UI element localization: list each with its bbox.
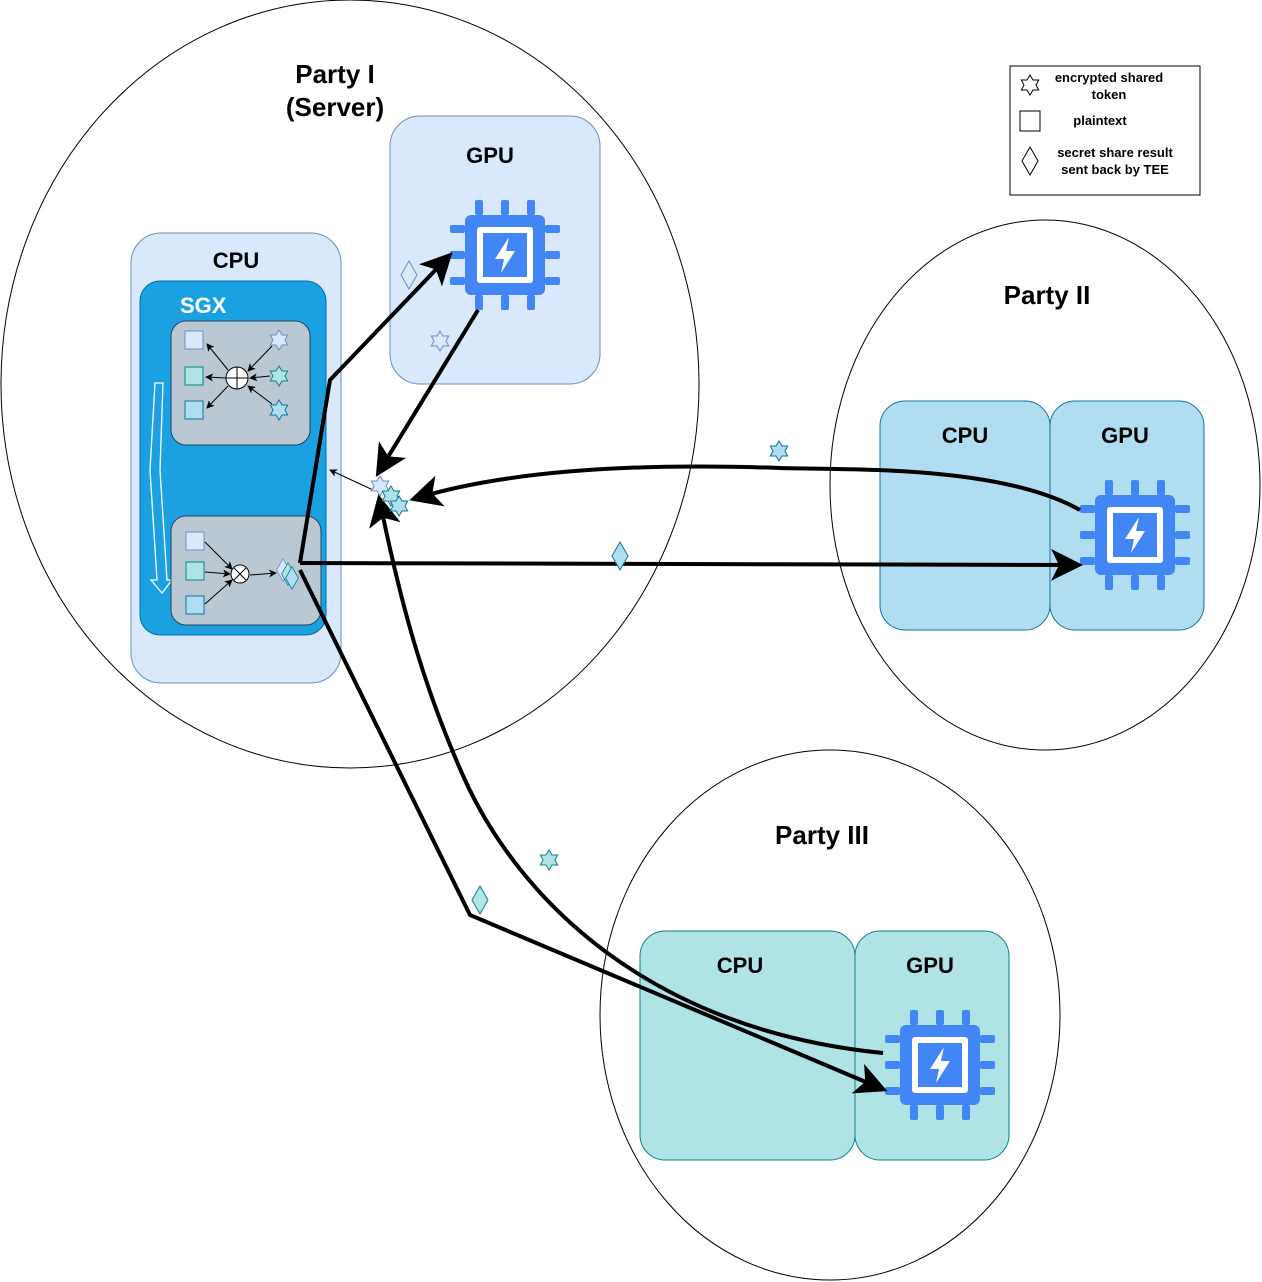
- legend-secret-label-line1: secret share result: [1057, 145, 1173, 160]
- token-star-icon: [769, 440, 789, 462]
- secret-diamond-icon: [471, 885, 489, 915]
- legend-square-icon: [1019, 110, 1041, 132]
- sgx-to-party3-gpu-arrow: [298, 569, 888, 1094]
- circled-plus-icon: [225, 366, 249, 390]
- legend: encrypted shared token plaintext secret …: [1009, 65, 1201, 196]
- plaintext-square-icon: [185, 595, 205, 615]
- party3-title: Party III: [775, 820, 869, 850]
- plaintext-square-icon: [185, 531, 205, 551]
- party2-cpu-label: CPU: [942, 423, 988, 448]
- legend-token-label-line1: encrypted shared: [1055, 70, 1163, 85]
- token-star-icon: [539, 849, 559, 871]
- plaintext-square-icon: [184, 330, 204, 350]
- party3-gpu-to-tokens-arrow: [369, 494, 884, 1055]
- legend-box: [1009, 65, 1201, 196]
- plaintext-square-icon: [184, 400, 204, 420]
- party1-title: Party I: [295, 59, 375, 89]
- party3-cpu-label: CPU: [717, 953, 763, 978]
- sgx-label: SGX: [180, 293, 227, 318]
- party1-ellipse: [0, 0, 700, 769]
- circled-times-icon: [230, 564, 250, 584]
- party3-ellipse: [599, 749, 1061, 1281]
- plaintext-square-icon: [184, 366, 204, 386]
- party1-gpu-to-tokens-arrow: [375, 308, 480, 477]
- party2-gpu-label: GPU: [1101, 423, 1149, 448]
- plaintext-square-icon: [185, 561, 205, 581]
- legend-plaintext-label: plaintext: [1073, 113, 1127, 128]
- party2-ellipse: [829, 219, 1261, 751]
- legend-secret-label-line2: sent back by TEE: [1061, 162, 1169, 177]
- party2-title: Party II: [1004, 280, 1091, 310]
- party3-gpu-label: GPU: [906, 953, 954, 978]
- sgx-flow-arrow: [149, 382, 174, 595]
- party1-subtitle: (Server): [286, 92, 384, 122]
- party1-gpu-label: GPU: [466, 143, 514, 168]
- party2-gpu-to-tokens-arrow: [409, 464, 1081, 512]
- party1-cpu-label: CPU: [213, 248, 259, 273]
- sgx-to-party2-gpu-arrow: [299, 548, 1083, 581]
- sgx-to-party1-gpu-arrow: [298, 252, 453, 564]
- legend-token-label-line2: token: [1092, 87, 1127, 102]
- tokens-to-sgx-arrow: [329, 469, 374, 491]
